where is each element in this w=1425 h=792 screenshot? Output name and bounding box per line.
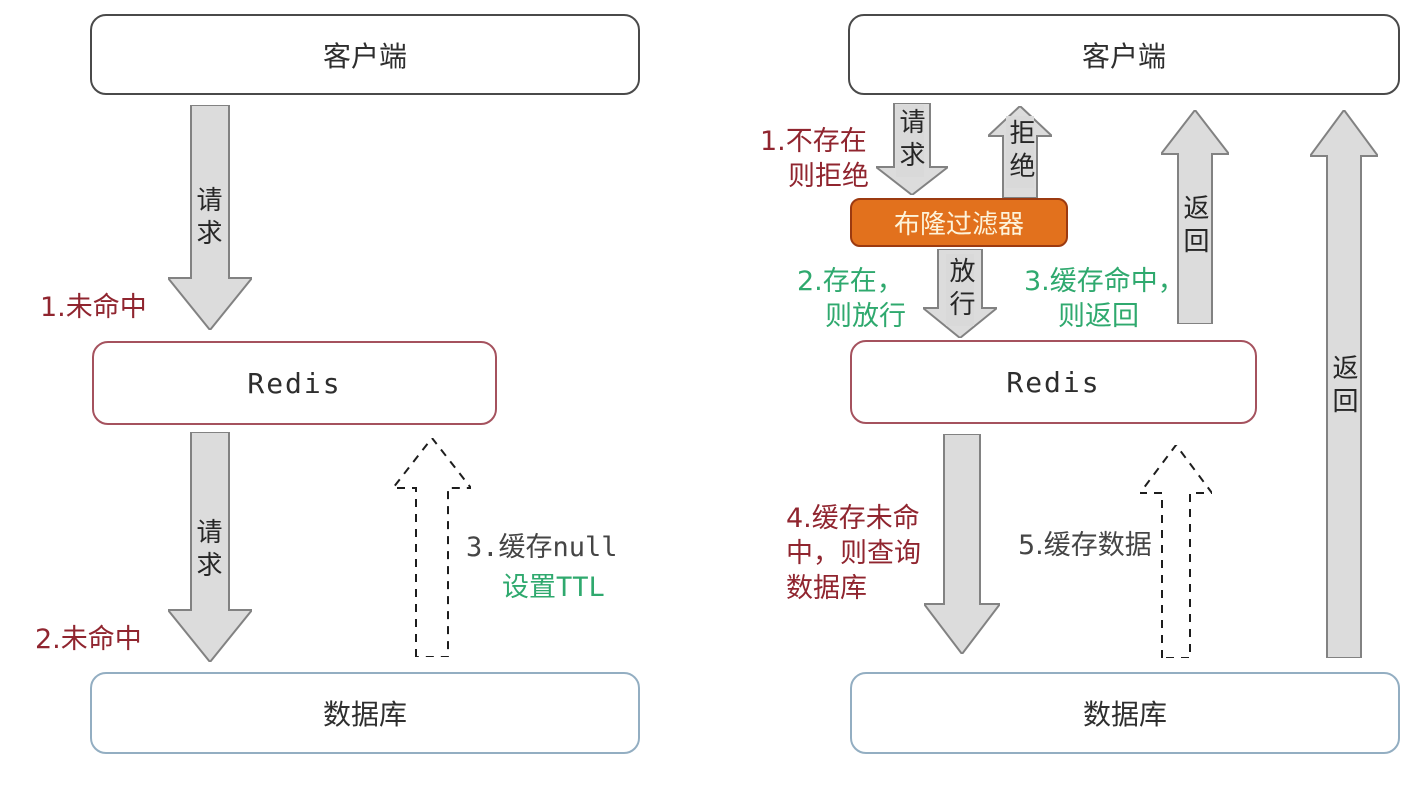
right-step1-line1: 1.不存在: [760, 126, 867, 157]
right-step2-line2: 则放行: [825, 301, 906, 332]
left-redis-box: Redis: [92, 341, 497, 425]
left-redis-label: Redis: [247, 366, 342, 400]
right-step3-line1: 3.缓存命中，: [1024, 266, 1185, 297]
left-client-box: 客户端: [90, 14, 640, 95]
left-step1-note: 1.未命中: [40, 292, 147, 323]
right-database-label: 数据库: [1082, 698, 1167, 731]
right-step2-line1: 2.存在，: [797, 266, 904, 297]
right-step4-line1: 4.缓存未命: [786, 503, 920, 534]
left-request-arrow-1-icon: [168, 105, 252, 330]
right-database-box: 数据库: [850, 672, 1400, 754]
right-client-label: 客户端: [1081, 39, 1166, 73]
right-step4-line2: 中，则查询: [786, 538, 921, 569]
left-client-label: 客户端: [322, 39, 407, 73]
right-redis-box: Redis: [850, 340, 1257, 424]
right-pass-arrow-label: 放行: [945, 254, 975, 326]
right-query-arrow-icon: [924, 434, 1000, 654]
right-return-outer-arrow-icon: [1310, 110, 1378, 658]
right-step4-line3: 数据库: [786, 573, 867, 604]
left-request-arrow-1-label: 请求: [192, 186, 222, 252]
bloom-filter-label: 布隆过滤器: [893, 210, 1024, 240]
left-cache-null-arrow-icon: [393, 438, 471, 657]
right-return-inner-arrow-icon: [1161, 110, 1229, 324]
left-database-box: 数据库: [90, 672, 640, 754]
right-redis-label: Redis: [1006, 365, 1101, 399]
right-step1-line2: 则拒绝: [788, 161, 869, 192]
right-step3-line2: 则返回: [1058, 301, 1139, 332]
left-request-arrow-2-label: 请求: [192, 518, 222, 584]
right-step1-note: 1.不存在 则拒绝: [760, 124, 869, 194]
right-request-arrow-label: 请求: [895, 105, 925, 177]
right-client-box: 客户端: [848, 14, 1400, 95]
right-return-inner-arrow-label: 返回: [1179, 194, 1209, 260]
right-step4-note: 4.缓存未命 中，则查询 数据库: [786, 501, 921, 606]
right-step5-note: 5.缓存数据: [1018, 530, 1152, 561]
right-return-outer-arrow-label: 返回: [1328, 354, 1358, 420]
bloom-filter-box: 布隆过滤器: [850, 198, 1068, 247]
left-step2-note: 2.未命中: [35, 624, 142, 655]
left-step3-note-line2: 设置TTL: [502, 572, 605, 603]
left-database-label: 数据库: [322, 698, 407, 731]
right-step3-note: 3.缓存命中， 则返回: [1024, 264, 1185, 334]
right-reject-arrow-label: 拒绝: [1005, 116, 1035, 188]
left-step3-note-line1: 3.缓存null: [466, 532, 618, 563]
right-cache-data-arrow-icon: [1140, 445, 1212, 658]
right-step2-note: 2.存在， 则放行: [797, 264, 906, 334]
left-request-arrow-2-icon: [168, 432, 252, 662]
